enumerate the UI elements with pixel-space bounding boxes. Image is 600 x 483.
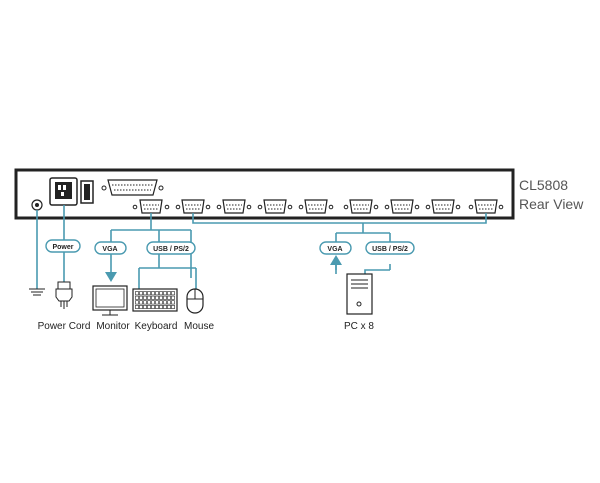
pc-tower-icon [346,273,373,315]
kvm-port-2 [216,199,252,214]
mouse-label: Mouse [184,321,214,332]
vga-pill-pc [319,241,352,255]
vga-pill-console-label: VGA [102,246,117,253]
kvm-ports [175,199,504,214]
kvm-port-4 [298,199,334,214]
pc-label: PC x 8 [344,321,374,332]
rear-panel [14,168,515,220]
monitor-label: Monitor [96,321,130,332]
kvm-port-6 [384,199,420,214]
mouse-icon [186,288,204,314]
power-pill-label: Power [52,244,73,251]
keyboard-label: Keyboard [135,321,178,332]
vga-pill-console [94,241,127,255]
arrow-down-icon [105,272,117,282]
power-cord-label: Power Cord [38,321,91,332]
arrow-up-icon [330,255,342,265]
kvm-port-7 [425,199,461,214]
kvm-port-5 [343,199,379,214]
power-pill [45,239,81,253]
usb-pill-console-label: USB / PS/2 [153,246,189,253]
view-label: Rear View [519,196,584,212]
model-label: CL5808 [519,177,568,193]
kvm-port-3 [257,199,293,214]
vga-pill-pc-label: VGA [327,246,342,253]
ground-icon [29,210,45,296]
usb-pill-pc-label: USB / PS/2 [372,246,408,253]
kvm-port-8 [468,199,504,214]
console-port [132,199,170,214]
keyboard-icon [132,288,178,312]
usb-pill-pc [365,241,415,255]
usb-pill-console [146,241,196,255]
power-plug-icon [55,281,73,309]
kvm-port-1 [175,199,211,214]
monitor-icon [92,285,128,316]
